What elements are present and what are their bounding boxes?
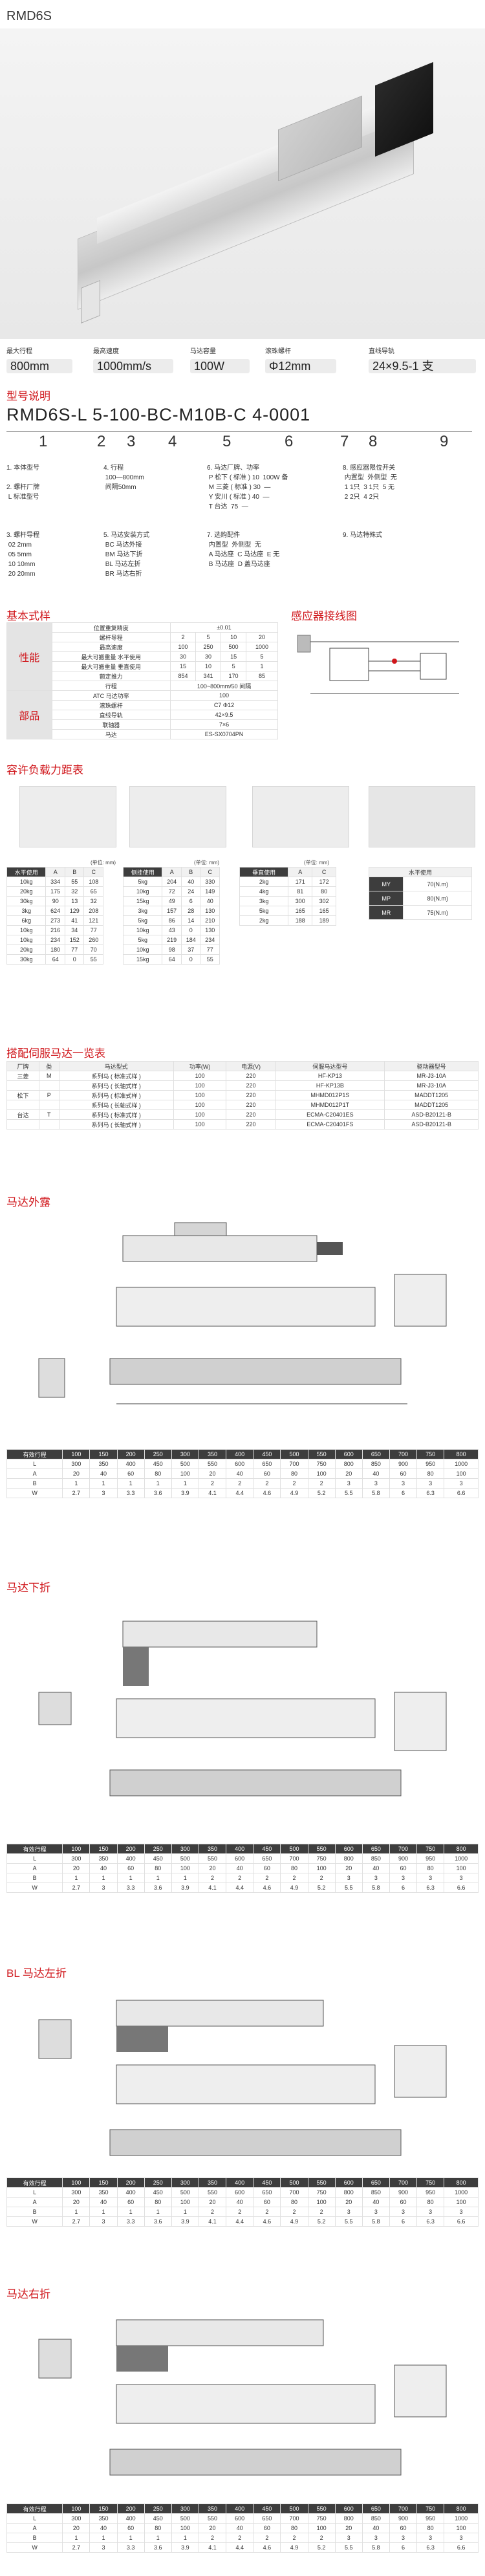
model-desc-3: 3. 螺杆导程 02 2mm 05 5mm 10 10mm 20 20mm <box>6 532 40 578</box>
model-desc-8: 8. 感应器限位开关 内置型 外侧型 无 1 1只 3 1只 5 无 2 2只 … <box>343 464 397 501</box>
model-desc-4: 4. 行程 100—800mm 间隔50mm <box>103 464 144 491</box>
drawing-2 <box>38 1621 447 1796</box>
product-image <box>0 28 485 339</box>
motor-table-title: 搭配伺服马达一览表 <box>6 1047 105 1060</box>
drawing-title-3: BL 马达左折 <box>6 1967 67 1980</box>
motor-block <box>375 61 433 157</box>
model-digit: 3 <box>127 433 136 450</box>
end-cap <box>81 279 100 324</box>
drawing-4 <box>38 2319 447 2476</box>
load-section-title: 容许负载力距表 <box>6 764 83 776</box>
model-digit: 2 <box>97 433 106 450</box>
drawing-title-1: 马达外露 <box>6 1196 50 1208</box>
model-digit: 9 <box>440 433 449 450</box>
basic-spec-title: 基本式样 <box>6 610 50 622</box>
vertical-load-image <box>252 786 349 847</box>
model-digit: 4 <box>168 433 177 450</box>
drawing-1 <box>38 1222 447 1404</box>
side-load-image <box>129 786 226 847</box>
drawing-title-2: 马达下折 <box>6 1582 50 1594</box>
load-unit: (单位: mm) <box>194 860 220 866</box>
sensor-title: 感应器接线图 <box>291 610 357 622</box>
load-unit: (单位: mm) <box>304 860 330 866</box>
model-section-title: 型号说明 <box>6 390 50 402</box>
model-desc-6: 6. 马达厂牌、功率 P 松下 ( 标准 ) 10 100W 备 M 三菱 ( … <box>207 464 288 510</box>
model-digit: 8 <box>369 433 378 450</box>
model-digit: 1 <box>39 433 48 450</box>
model-digit: 6 <box>285 433 294 450</box>
model-desc-9: 9. 马达特殊式 <box>343 532 383 539</box>
model-code: RMD6S-L 5-100-BC-M10B-C 4-0001 <box>6 405 311 424</box>
load-unit: (单位: mm) <box>91 860 116 866</box>
model-desc-5: 5. 马达安装方式 BC 马达外接 BM 马达下折 BL 马达左折 BR 马达右… <box>103 532 150 578</box>
drawing-title-4: 马达右折 <box>6 2288 50 2300</box>
model-digit: 7 <box>340 433 349 450</box>
model-digit: 5 <box>222 433 232 450</box>
sensor-wiring-diagram <box>297 635 459 694</box>
model-desc-7: 7. 选购配件 内置型 外侧型 无 A 马达座 C 马达座 E 无 B 马达座 … <box>207 532 280 568</box>
page-title: RMD6S <box>6 9 52 23</box>
model-desc-1: 1. 本体型号 2. 螺杆厂牌 L 标准型号 <box>6 464 40 501</box>
drawing-3 <box>38 2000 447 2156</box>
horizontal-load-image <box>19 786 116 847</box>
moment-load-image <box>369 786 475 847</box>
